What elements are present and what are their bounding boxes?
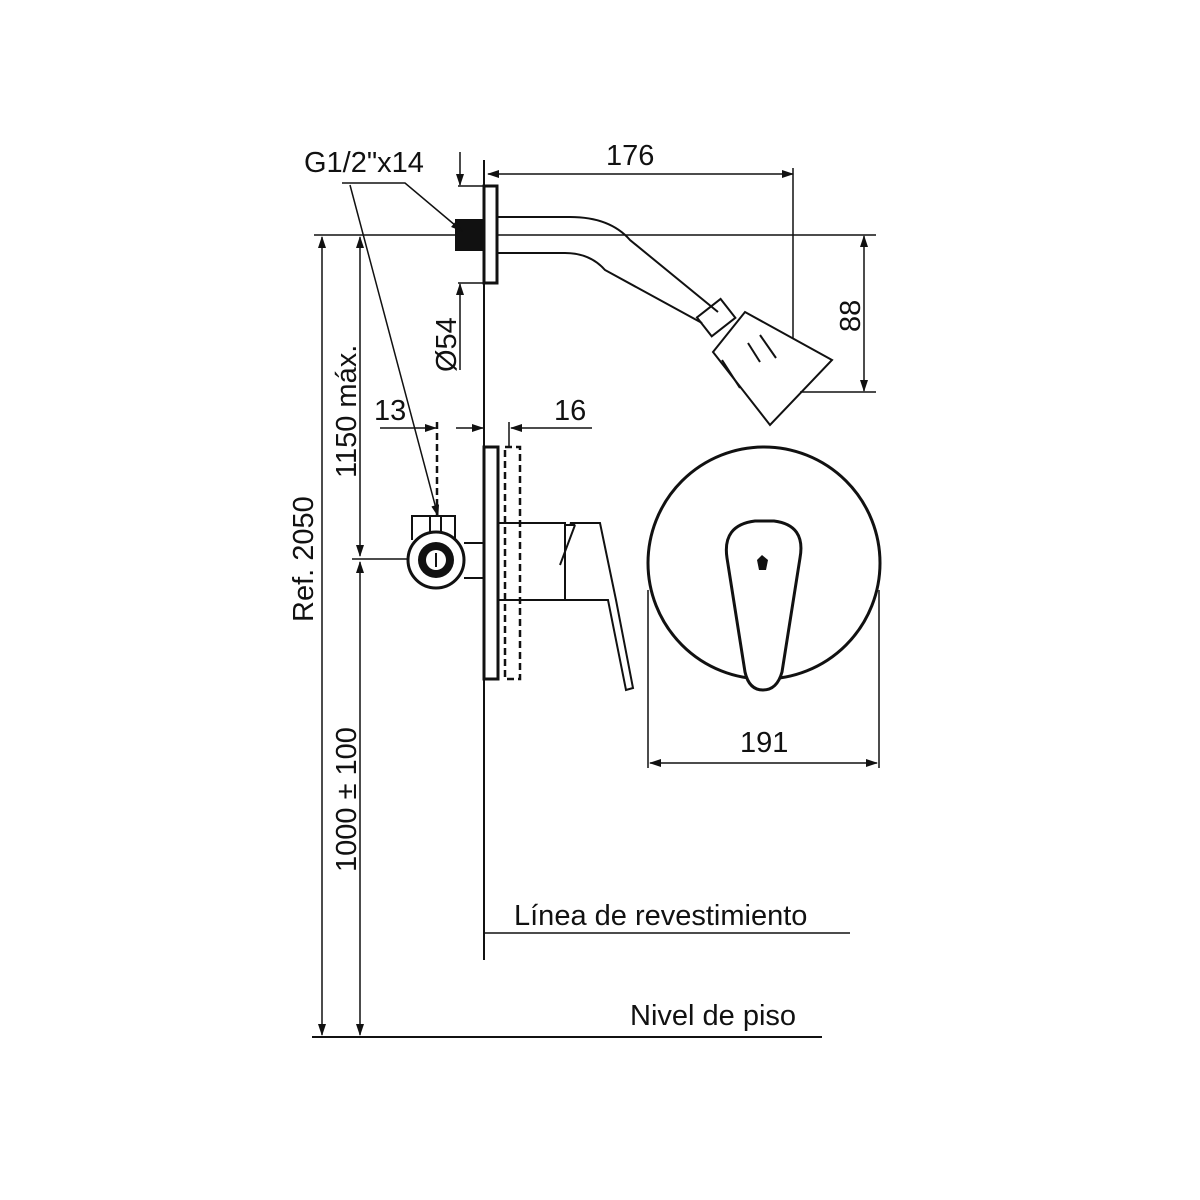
- dim-plate-diameter: 191: [740, 727, 788, 759]
- dim-drop-height: 88: [835, 300, 867, 332]
- valve-body-side: [406, 515, 484, 590]
- dim-max-height: 1150 máx.: [331, 345, 363, 478]
- tile-offset-outline: [503, 445, 522, 681]
- dim-thread: G1/2"x14: [304, 147, 424, 179]
- cover-plate-side: [482, 445, 500, 681]
- shower-arm: [497, 216, 737, 338]
- thread-block: [455, 219, 484, 251]
- valve-handle-front: [724, 519, 803, 692]
- floor-level-label: Nivel de piso: [630, 1000, 796, 1032]
- dim-valve-height: 1000 ± 100: [331, 727, 363, 872]
- dim-depth-max: 16: [554, 395, 586, 427]
- valve-handle-side: [498, 522, 635, 692]
- shower-flange: [482, 184, 499, 285]
- handle-indicator-icon: [757, 555, 768, 570]
- thread-leader-top: [342, 182, 463, 232]
- dim-flange-diameter: Ø54: [431, 317, 463, 372]
- thread-leader-valve: [349, 184, 440, 517]
- dim-depth-min: 13: [374, 395, 406, 427]
- dim-reference-height: Ref. 2050: [288, 496, 320, 622]
- finish-line-label: Línea de revestimiento: [514, 900, 807, 932]
- showerhead: [711, 310, 834, 427]
- dim-arm-length: 176: [606, 140, 654, 172]
